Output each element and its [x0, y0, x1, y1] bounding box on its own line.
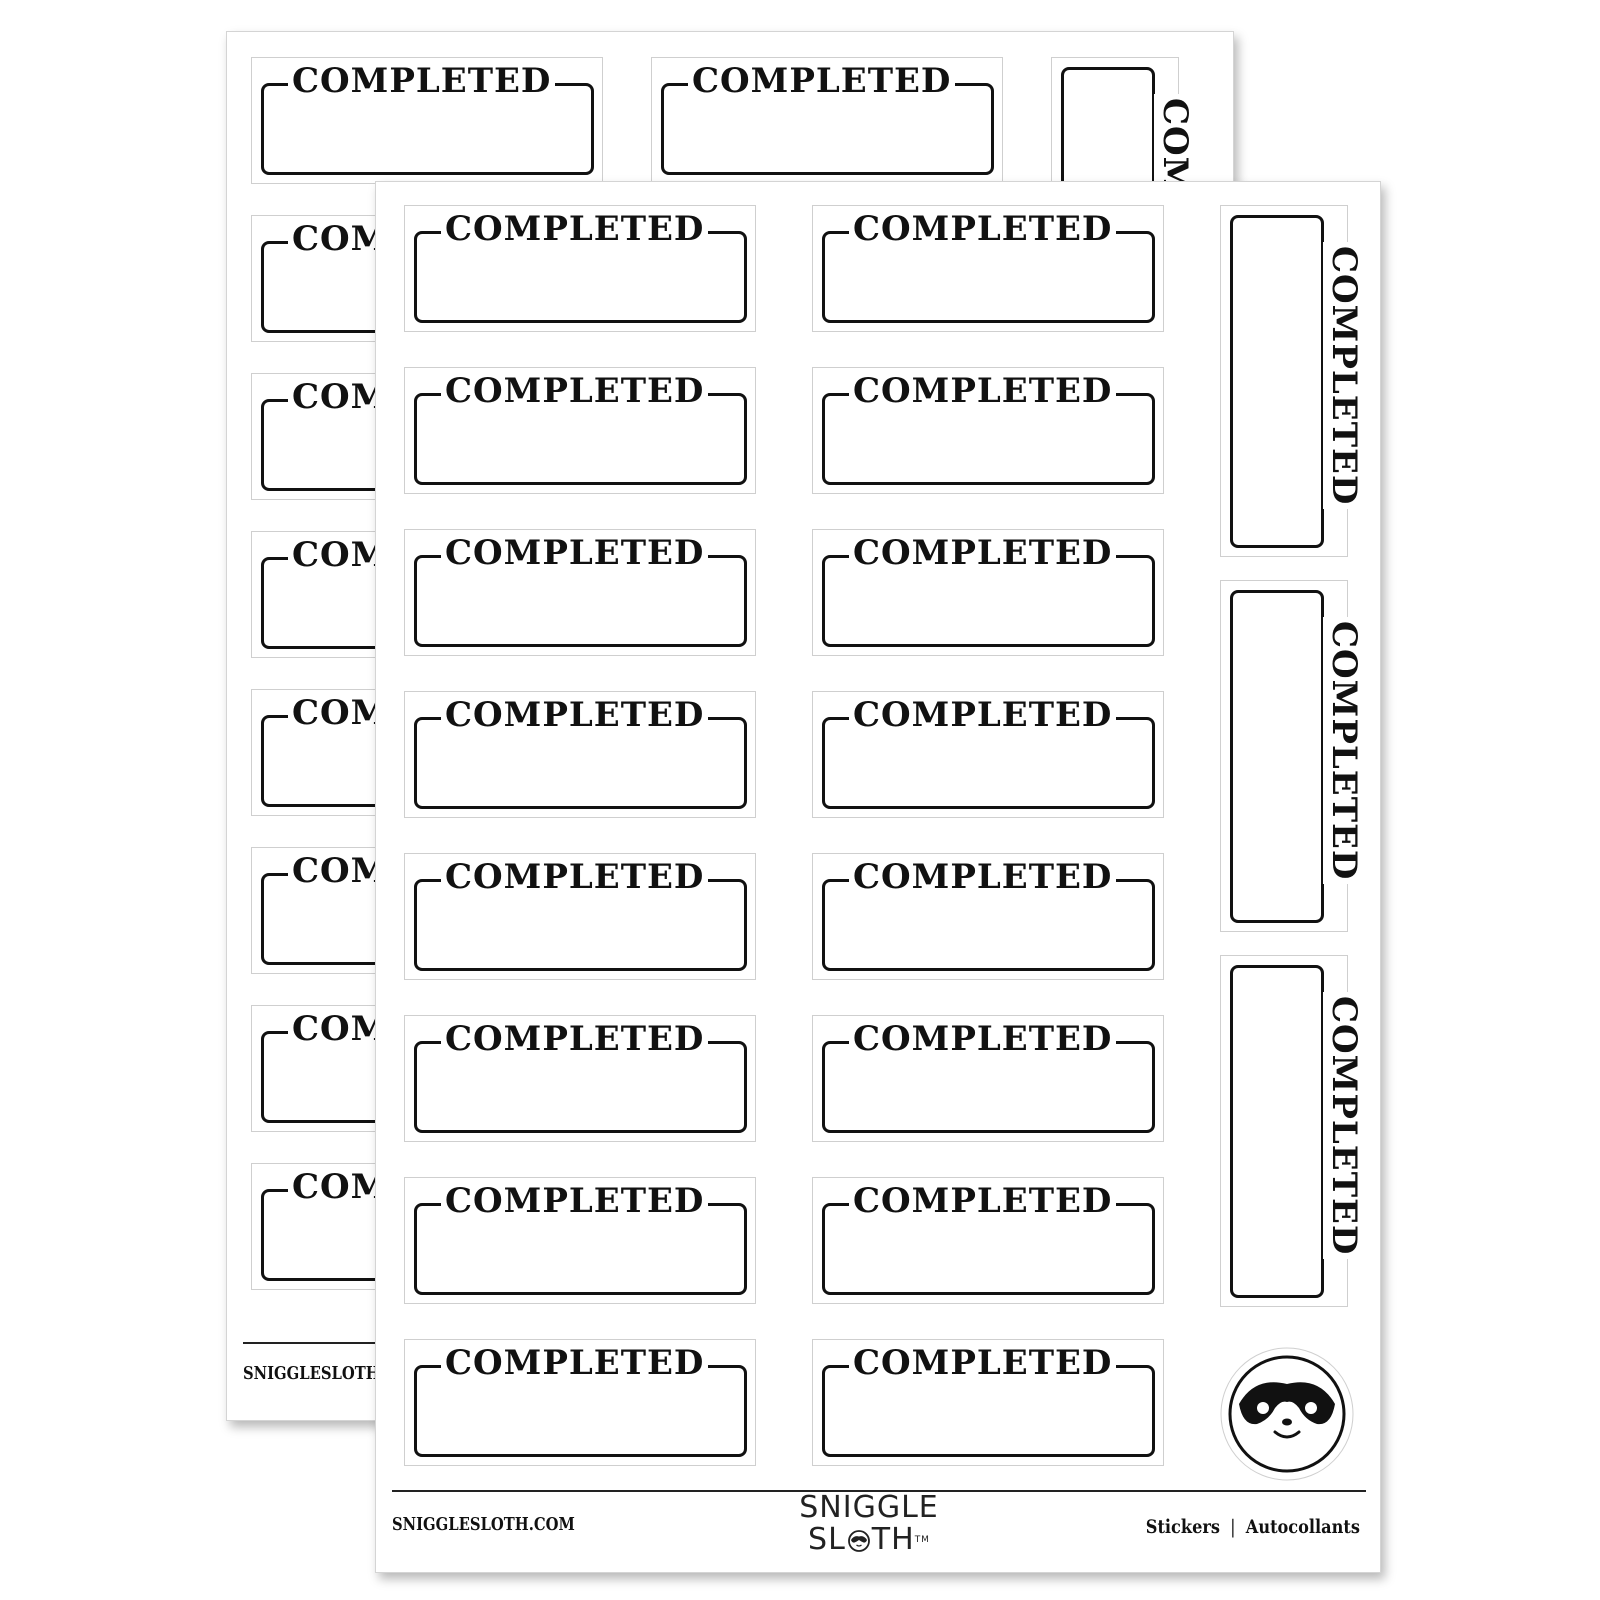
sticker-label: COMPLETED: [288, 60, 556, 102]
sticker-completed: COMPLETED: [812, 691, 1164, 818]
sticker-completed: COMPLETED: [251, 57, 603, 184]
sticker-completed: COMPLETED: [651, 57, 1003, 184]
product-type: Stickers | Autocollants: [1146, 1516, 1360, 1538]
sticker-label: COMPLETED: [1323, 992, 1365, 1260]
sticker-completed: COMPLETED: [812, 1339, 1164, 1466]
sticker-completed: COMPLETED: [812, 853, 1164, 980]
sticker-completed-vertical: COMPLETED: [1220, 205, 1365, 557]
sticker-label: COMPLETED: [849, 1180, 1117, 1222]
sticker-completed: COMPLETED: [404, 367, 756, 494]
sticker-completed-vertical: COMPLETED: [1220, 580, 1365, 932]
sticker-label: COMPLETED: [1323, 242, 1365, 510]
sticker-completed: COMPLETED: [404, 1339, 756, 1466]
sticker-completed: COMPLETED: [404, 529, 756, 656]
footer-rule: [392, 1490, 1366, 1492]
sticker-label: COMPLETED: [441, 856, 709, 898]
sticker-label: COMPLETED: [688, 60, 956, 102]
sticker-label: COMPLETED: [849, 370, 1117, 412]
sticker-label: COMPLETED: [849, 208, 1117, 250]
sticker-label: COMPLETED: [441, 1342, 709, 1384]
sticker-completed: COMPLETED: [404, 1015, 756, 1142]
sticker-completed: COMPLETED: [404, 205, 756, 332]
sticker-label: COMPLETED: [849, 694, 1117, 736]
sticker-label: COMPLETED: [441, 532, 709, 574]
sloth-face-icon: [1220, 1347, 1354, 1481]
sticker-label: COMPLETED: [441, 1018, 709, 1060]
brand-logo: SNIGGLE SL THTM: [794, 1492, 944, 1556]
sticker-completed: COMPLETED: [812, 205, 1164, 332]
sticker-label: COMPLETED: [441, 370, 709, 412]
sticker-frame: [1230, 590, 1324, 923]
footer-website: SNIGGLESLOTH.C: [243, 1363, 397, 1384]
sticker-completed-vertical: COMPLETED: [1220, 955, 1365, 1307]
sticker-completed: COMPLETED: [404, 853, 756, 980]
sticker-label: COMPLETED: [849, 532, 1117, 574]
sticker-label: COMPLETED: [849, 1342, 1117, 1384]
sticker-label: COMPLETED: [441, 208, 709, 250]
sloth-face-icon: [847, 1529, 870, 1552]
front-sticker-sheet: COMPLETED COMPLETED COMPLETED COMPLETED …: [375, 181, 1381, 1573]
sticker-completed: COMPLETED: [404, 691, 756, 818]
sticker-label: COMPLETED: [1323, 617, 1365, 885]
sticker-completed: COMPLETED: [404, 1177, 756, 1304]
sticker-completed: COMPLETED: [812, 1177, 1164, 1304]
footer-website: SNIGGLESLOTH.COM: [392, 1514, 575, 1535]
sticker-completed: COMPLETED: [812, 1015, 1164, 1142]
sticker-completed: COMPLETED: [812, 367, 1164, 494]
sticker-completed: COMPLETED: [812, 529, 1164, 656]
sticker-label: COMPLETED: [849, 856, 1117, 898]
trademark-mark: TM: [914, 1535, 930, 1545]
product-type-fr: Autocollants: [1245, 1516, 1360, 1538]
separator: |: [1230, 1516, 1236, 1538]
sticker-label: COMPLETED: [441, 694, 709, 736]
brand-name-line2: SL THTM: [794, 1524, 944, 1556]
sticker-label: COMPLETED: [849, 1018, 1117, 1060]
sticker-frame: [1230, 215, 1324, 548]
brand-name-part: SL: [808, 1522, 846, 1557]
brand-name-line1: SNIGGLE: [799, 1490, 939, 1525]
brand-name-part: TH: [871, 1522, 915, 1557]
sticker-label: COMPLETED: [441, 1180, 709, 1222]
product-type-en: Stickers: [1145, 1516, 1221, 1538]
sticker-frame: [1230, 965, 1324, 1298]
